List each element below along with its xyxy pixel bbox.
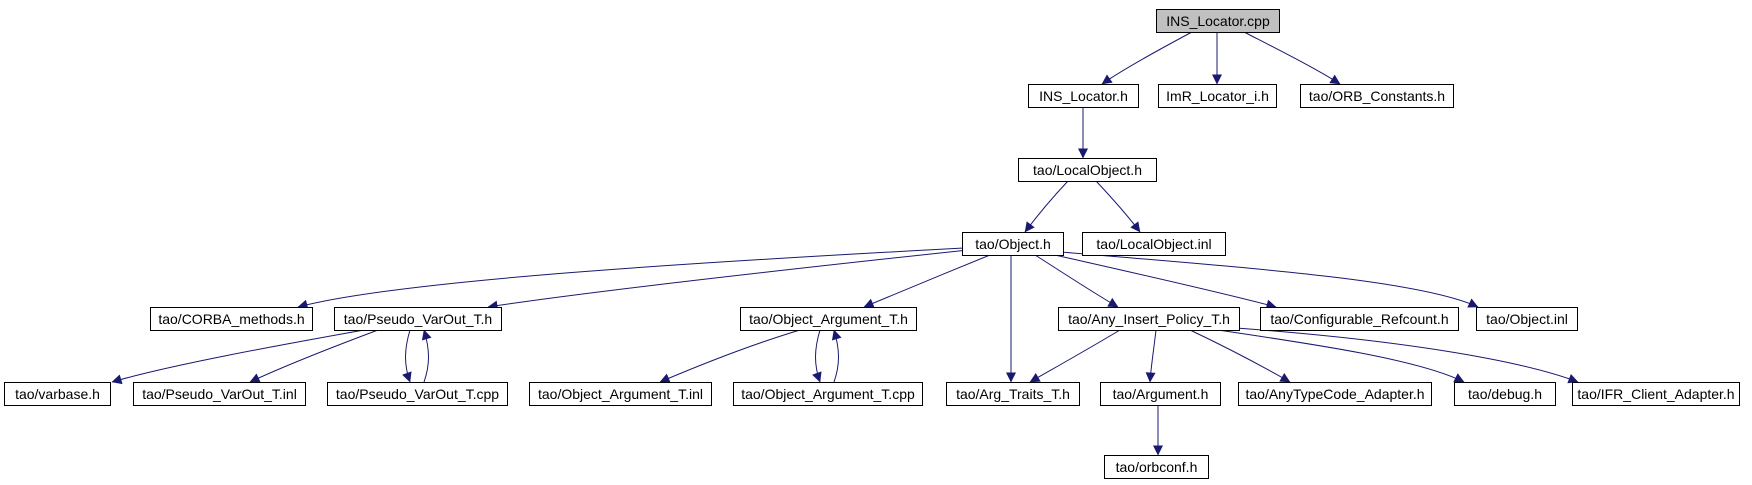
node-label: tao/ORB_Constants.h (1309, 88, 1445, 104)
edge-object_argument_t_h-to-object_argument_t_inl (659, 329, 801, 383)
node-localobject-inl[interactable]: tao/LocalObject.inl (1082, 232, 1226, 256)
node-object-inl[interactable]: tao/Object.inl (1476, 307, 1578, 331)
edge-any_insert_policy_t_h-to-anytypecode_adapter_h (1189, 329, 1291, 383)
node-box (1238, 382, 1432, 406)
node-label: tao/Pseudo_VarOut_T.h (344, 311, 492, 327)
node-box (1100, 382, 1221, 406)
node-box (740, 307, 917, 331)
node-box (150, 307, 313, 331)
edge-localobject_h-to-localobject_inl (1095, 180, 1141, 233)
node-label: tao/orbconf.h (1116, 459, 1198, 475)
edge-any_insert_policy_t_h-to-arg_traits_t_h (1029, 329, 1121, 383)
node-imr-locator-i-h[interactable]: ImR_Locator_i.h (1158, 84, 1277, 108)
node-orb-constants-h[interactable]: tao/ORB_Constants.h (1300, 84, 1454, 108)
edge-object_h-to-object_inl (1060, 251, 1479, 308)
node-ins-locator-h[interactable]: INS_Locator.h (1028, 84, 1139, 108)
node-object-argument-t-h[interactable]: tao/Object_Argument_T.h (740, 307, 917, 331)
node-anytypecode-adapter-h[interactable]: tao/AnyTypeCode_Adapter.h (1238, 382, 1432, 406)
node-box (1260, 307, 1459, 331)
node-label: tao/IFR_Client_Adapter.h (1577, 386, 1734, 402)
node-label: tao/Object.h (975, 236, 1051, 252)
edge-ins_locator_cpp-to-orb_constants_h (1243, 31, 1341, 85)
node-object-h[interactable]: tao/Object.h (962, 232, 1064, 256)
edge-object_h-to-any_insert_policy_t_h (1034, 254, 1119, 308)
node-label: tao/Pseudo_VarOut_T.cpp (336, 386, 499, 402)
edge-object_argument_t_cpp-to-object_argument_t_h (831, 329, 842, 383)
node-debug-h[interactable]: tao/debug.h (1454, 382, 1556, 406)
node-pseudo-varout-t-inl[interactable]: tao/Pseudo_VarOut_T.inl (133, 382, 306, 406)
node-object-argument-t-cpp[interactable]: tao/Object_Argument_T.cpp (733, 382, 923, 406)
edge-any_insert_policy_t_h-to-ifr_client_adapter_h (1235, 327, 1579, 384)
node-configurable-refcount-h[interactable]: tao/Configurable_Refcount.h (1260, 307, 1459, 331)
node-ins-locator-cpp[interactable]: INS_Locator.cpp (1156, 9, 1280, 33)
node-ifr-client-adapter-h[interactable]: tao/IFR_Client_Adapter.h (1572, 382, 1740, 406)
node-label: tao/LocalObject.inl (1096, 236, 1211, 252)
edge-object_h-to-configurable_refcount_h (1054, 254, 1277, 310)
node-box (1082, 232, 1226, 256)
node-box (529, 382, 712, 406)
node-label: ImR_Locator_i.h (1166, 88, 1269, 104)
edge-object_h-to-object_argument_t_h (863, 254, 991, 308)
node-box (1300, 84, 1454, 108)
edge-pseudo_varout_t_h-to-pseudo_varout_t_inl (249, 329, 379, 383)
node-box (962, 232, 1064, 256)
node-orbconf-h[interactable]: tao/orbconf.h (1104, 455, 1209, 479)
edge-object_argument_t_h-to-object_argument_t_cpp (812, 329, 822, 383)
node-label: tao/Argument.h (1113, 386, 1209, 402)
node-argument-h[interactable]: tao/Argument.h (1100, 382, 1221, 406)
node-corba-methods-h[interactable]: tao/CORBA_methods.h (150, 307, 313, 331)
node-label: tao/AnyTypeCode_Adapter.h (1245, 386, 1424, 402)
edge-localobject_h-to-object_h (1024, 180, 1069, 233)
node-box (1158, 84, 1277, 108)
node-box (1028, 84, 1139, 108)
edges-layer (111, 31, 1579, 456)
node-box (4, 382, 111, 406)
node-box (946, 382, 1080, 406)
node-label: tao/Any_Insert_Policy_T.h (1068, 311, 1230, 327)
node-box (1104, 455, 1209, 479)
node-pseudo-varout-t-cpp[interactable]: tao/Pseudo_VarOut_T.cpp (327, 382, 508, 406)
node-box (1454, 382, 1556, 406)
node-box (327, 382, 508, 406)
node-label: tao/Object_Argument_T.cpp (741, 386, 915, 402)
edge-any_insert_policy_t_h-to-debug_h (1217, 329, 1465, 383)
node-object-argument-t-inl[interactable]: tao/Object_Argument_T.inl (529, 382, 712, 406)
node-box (1018, 158, 1157, 182)
node-box (1156, 9, 1280, 33)
node-any-insert-policy-t-h[interactable]: tao/Any_Insert_Policy_T.h (1058, 307, 1240, 331)
node-label: INS_Locator.cpp (1166, 13, 1270, 29)
edge-pseudo_varout_t_cpp-to-pseudo_varout_t_h (421, 329, 432, 383)
edge-pseudo_varout_t_h-to-varbase_h (111, 329, 365, 385)
node-box (133, 382, 306, 406)
node-box (334, 307, 502, 331)
node-label: tao/Pseudo_VarOut_T.inl (142, 386, 297, 402)
node-box (1476, 307, 1578, 331)
node-box (733, 382, 923, 406)
node-label: INS_Locator.h (1039, 88, 1128, 104)
node-label: tao/CORBA_methods.h (158, 311, 304, 327)
node-label: tao/debug.h (1468, 386, 1542, 402)
node-box (1058, 307, 1240, 331)
edge-any_insert_policy_t_h-to-argument_h (1145, 329, 1157, 383)
node-label: tao/Configurable_Refcount.h (1270, 311, 1448, 327)
node-varbase-h[interactable]: tao/varbase.h (4, 382, 111, 406)
edge-ins_locator_cpp-to-ins_locator_h (1101, 31, 1193, 85)
edge-object_h-to-corba_methods_h (297, 247, 965, 310)
node-label: tao/Arg_Traits_T.h (956, 386, 1070, 402)
node-label: tao/LocalObject.h (1033, 162, 1142, 178)
node-label: tao/Object_Argument_T.inl (538, 386, 703, 402)
node-arg-traits-t-h[interactable]: tao/Arg_Traits_T.h (946, 382, 1080, 406)
node-pseudo-varout-t-h[interactable]: tao/Pseudo_VarOut_T.h (334, 307, 502, 331)
node-label: tao/varbase.h (15, 386, 100, 402)
node-box (1572, 382, 1740, 406)
node-localobject-h[interactable]: tao/LocalObject.h (1018, 158, 1157, 182)
node-label: tao/Object.inl (1486, 311, 1568, 327)
node-label: tao/Object_Argument_T.h (749, 311, 908, 327)
edge-pseudo_varout_t_h-to-pseudo_varout_t_cpp (402, 329, 412, 383)
edge-object_h-to-pseudo_varout_t_h (487, 249, 969, 311)
